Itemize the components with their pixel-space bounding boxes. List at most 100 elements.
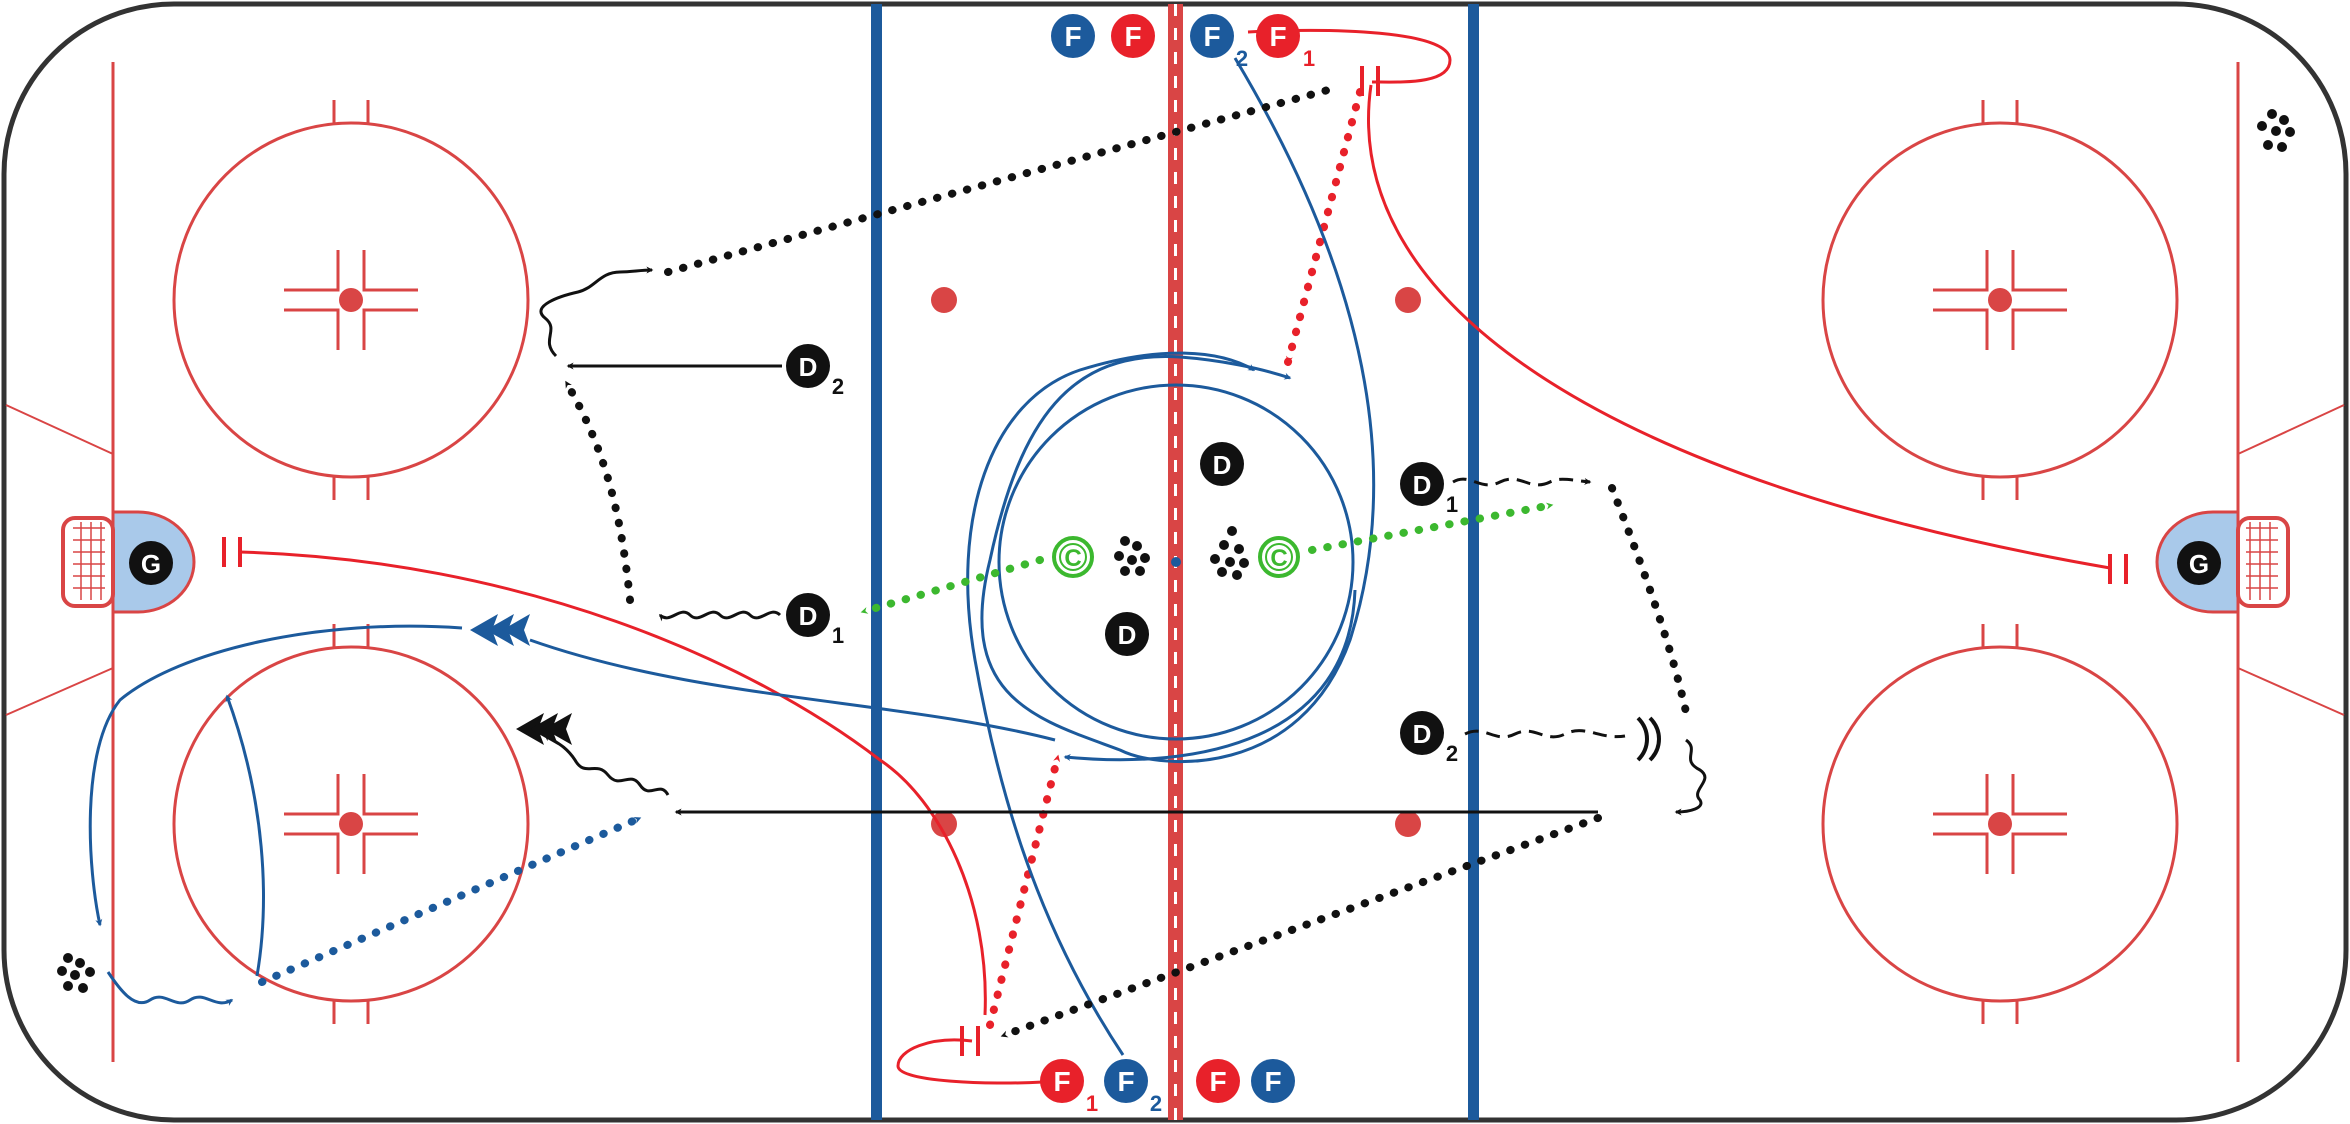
green-passes [858, 501, 1556, 616]
black-dashed-skate-d1 [1452, 477, 1592, 487]
coach-marker-left: C [1052, 536, 1094, 578]
blue-dotted-pass [258, 814, 644, 986]
black-carry-circle [543, 733, 670, 796]
player-label: F [1064, 21, 1081, 52]
red-passes [239, 28, 2111, 1085]
black-dashed-skates [1452, 477, 1626, 739]
player-d1-left: D 1 [786, 593, 844, 648]
green-pass-right [1308, 501, 1556, 554]
player-label: 2 [832, 374, 844, 399]
black-dotted-pass-top [664, 86, 1332, 276]
puck-pile-center-left [1114, 536, 1150, 576]
shot-arrow-icon [470, 614, 530, 646]
blue-skate-inside [225, 694, 265, 977]
blue-line-right [1468, 4, 1479, 1120]
blue-skate-top-f2 [980, 57, 1376, 764]
blue-carry-return [529, 638, 1056, 742]
black-carry-right-corner [1674, 738, 1707, 816]
black-dashed-skate-d2 [1464, 729, 1626, 739]
player-label: D [1118, 620, 1137, 650]
player-label: D [799, 601, 818, 631]
red-dotted-passes [986, 88, 1364, 1029]
blue-carry-corner [106, 971, 234, 1006]
player-d2-right: D 2 [1400, 711, 1458, 766]
red-dotted-pass-bottom [986, 752, 1062, 1029]
black-dotted-pass-left [562, 378, 634, 604]
red-loop-bottom [896, 1038, 1044, 1085]
coach-label: C [1064, 545, 1081, 572]
player-f2-top: F 2 [1190, 14, 1248, 71]
player-label: G [2189, 549, 2209, 579]
player-label: 1 [832, 623, 844, 648]
puck-pile-left-corner [57, 953, 95, 993]
stop-icon [222, 66, 2128, 1056]
hash-marks [332, 100, 2019, 1024]
player-f-red-bottom: F [1196, 1059, 1240, 1103]
black-dotted-pass-bottom [998, 814, 1602, 1040]
puck-pile-center-right [1210, 526, 1249, 580]
goalie-left: G [129, 541, 173, 585]
player-label: F [1117, 1066, 1134, 1097]
player-label: D [799, 352, 818, 382]
goalie-right: G [2177, 541, 2221, 585]
faceoff-circle-bottom-left [172, 645, 530, 1003]
blue-return-path [1063, 589, 1357, 762]
black-carry-d1-left [658, 610, 782, 622]
player-f1-bottom: F 1 [1040, 1059, 1098, 1116]
blue-skate-bottom-f2 [966, 351, 1256, 1056]
player-label: 2 [1236, 46, 1248, 71]
player-label: D [1213, 450, 1232, 480]
player-f1-top: F 1 [1256, 14, 1315, 71]
shot-arrow-icon [516, 713, 572, 745]
red-pass-right [1367, 84, 2111, 570]
player-label: D [1413, 719, 1432, 749]
green-pass-left [858, 556, 1044, 616]
player-d1-right: D 1 [1400, 462, 1458, 517]
left-goal [61, 510, 196, 614]
player-label: 1 [1303, 46, 1315, 71]
right-corner-line-2 [2237, 667, 2345, 716]
left-corner-line-1 [5, 404, 114, 455]
faceoff-dots [339, 287, 2012, 837]
player-d-center-top: D [1200, 442, 1244, 486]
blue-carry-paths [106, 638, 1056, 1006]
faceoff-circle-top-left [172, 121, 530, 479]
left-goal-net [61, 516, 115, 608]
blue-line-left [871, 4, 882, 1120]
blue-skate-wide [88, 624, 463, 927]
player-label: G [141, 549, 161, 579]
player-f2-bottom: F 2 [1104, 1059, 1162, 1116]
right-goal-net [2236, 516, 2290, 608]
red-loop-top [1247, 28, 1452, 84]
player-label: 2 [1446, 741, 1458, 766]
player-label: F [1209, 1066, 1226, 1097]
center-circle [997, 383, 1355, 741]
red-pass-left [239, 550, 987, 1016]
left-corner-line-2 [5, 667, 114, 716]
faceoff-circle-top-right [1821, 121, 2179, 479]
player-label: D [1413, 470, 1432, 500]
puck-pile-icon [57, 109, 2295, 993]
player-f-blue-bottom: F [1251, 1059, 1295, 1103]
player-f-red-top: F [1111, 14, 1155, 58]
right-goal [2155, 510, 2290, 614]
player-label: F [1269, 21, 1286, 52]
center-dot [1171, 557, 1181, 567]
player-label: 1 [1086, 1091, 1098, 1116]
player-f-blue-top: F [1051, 14, 1095, 58]
player-d2-left: D 2 [786, 344, 844, 399]
puck-pile-right-corner [2257, 109, 2295, 152]
player-label: F [1124, 21, 1141, 52]
right-corner-line-1 [2237, 404, 2345, 455]
player-label: 1 [1446, 492, 1458, 517]
faceoff-circle-bottom-right [1821, 645, 2179, 1003]
stop-bracket [1636, 716, 1661, 762]
black-dotted-pass-right [1608, 484, 1690, 716]
black-carry-top-left [539, 266, 654, 358]
black-dotted-passes [562, 86, 1690, 1040]
player-label: F [1264, 1066, 1281, 1097]
coach-marker-right: C [1258, 536, 1300, 578]
faceoff-markings [284, 250, 2067, 874]
red-dotted-pass-top [1284, 88, 1364, 366]
